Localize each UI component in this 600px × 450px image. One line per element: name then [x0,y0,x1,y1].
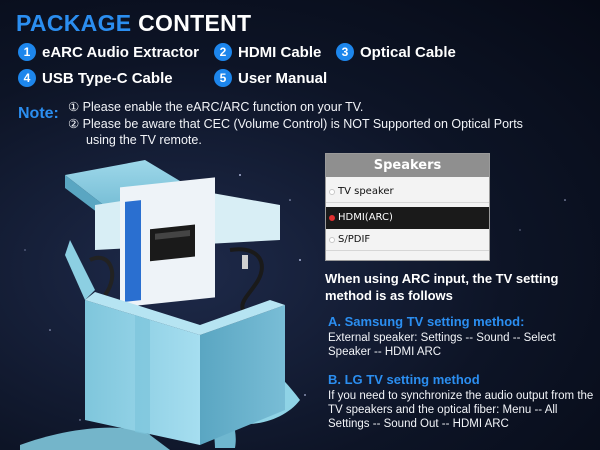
samsung-method-body: External speaker: Settings -- Sound -- S… [328,332,556,358]
note-line-2: ② Please be aware that CEC (Volume Contr… [68,117,523,131]
number-badge-icon: 3 [336,43,354,61]
speaker-option-label: HDMI(ARC) [338,212,393,223]
speakers-menu: Speakers TV speaker HDMI(ARC) S/PDIF [325,153,490,261]
page-title: PACKAGE CONTENT [16,10,251,37]
speaker-option-tv-speaker: TV speaker [326,181,489,203]
package-item-label: eARC Audio Extractor [42,43,199,61]
number-badge-icon: 1 [18,43,36,61]
package-item-1: 1 eARC Audio Extractor [18,43,199,61]
number-badge-icon: 4 [18,69,36,87]
package-item-4: 4 USB Type-C Cable [18,69,173,87]
package-item-label: Optical Cable [360,43,456,61]
lg-method-body: If you need to synchronize the audio out… [328,390,594,430]
radio-dot-icon [329,189,335,195]
number-badge-icon: 5 [214,69,232,87]
radio-dot-selected-icon [329,215,335,221]
note-line-1: ① Please enable the eARC/ARC function on… [68,100,364,114]
lg-method-title: B. LG TV setting method [328,372,480,387]
package-item-label: User Manual [238,69,328,87]
samsung-method-title: A. Samsung TV setting method: [328,314,525,329]
speaker-option-spdif: S/PDIF [326,229,489,251]
note-line-3: using the TV remote. [86,133,202,147]
gift-box-illustration [20,160,300,450]
package-item-label: HDMI Cable [238,43,322,61]
speaker-option-label: S/PDIF [338,234,371,245]
radio-dot-icon [329,237,335,243]
speaker-option-hdmi-arc: HDMI(ARC) [326,207,489,229]
arc-intro-text: When using ARC input, the TV setting met… [325,271,559,303]
package-item-5: 5 User Manual [214,69,327,87]
number-badge-icon: 2 [214,43,232,61]
note-label: Note: [18,105,59,122]
package-item-2: 2 HDMI Cable [214,43,321,61]
title-word: CONTENT [138,10,252,36]
speaker-option-label: TV speaker [338,186,394,197]
speakers-menu-title: Speakers [326,154,489,177]
package-item-label: USB Type-C Cable [42,69,173,87]
title-accent-word: PACKAGE [16,10,132,36]
package-item-3: 3 Optical Cable [336,43,456,61]
